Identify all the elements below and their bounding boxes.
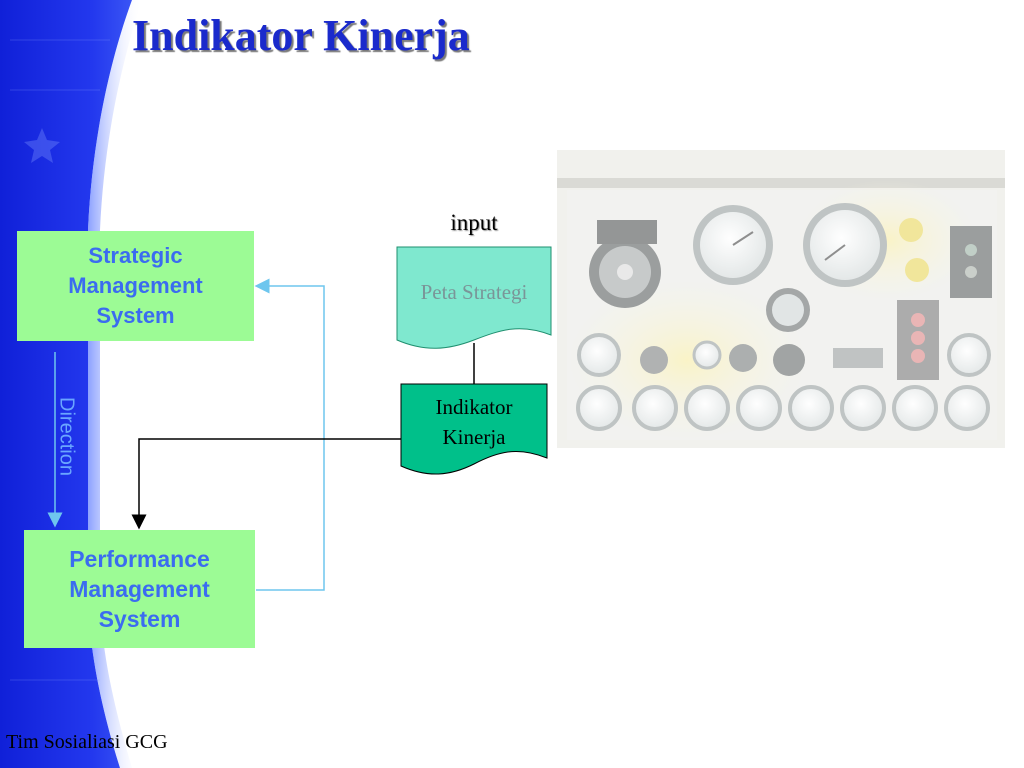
- indikator-kinerja-label: Indikator Kinerja: [401, 388, 547, 456]
- indikator-kinerja-shape: [400, 383, 548, 475]
- star-icon: [24, 128, 60, 163]
- peta-strategi-label: Peta Strategi: [397, 270, 551, 314]
- input-label: input: [450, 210, 498, 235]
- feedback-arrow: [254, 278, 325, 591]
- peta-strategi-shape: [396, 246, 552, 349]
- peta-strategi-text: Peta Strategi: [420, 279, 528, 304]
- performance-management-label: Performance Management System: [69, 546, 210, 632]
- performance-management-box: Performance Management System: [24, 530, 255, 648]
- page-title: Indikator Kinerja: [132, 11, 470, 60]
- footer-text: Tim Sosialiasi GCG: [6, 731, 168, 753]
- direction-label: Direction: [55, 397, 78, 476]
- indikator-to-pms-arrow: [131, 438, 401, 530]
- indikator-kinerja-text: Indikator Kinerja: [435, 395, 513, 449]
- strategic-management-label: Strategic Management System: [68, 243, 203, 328]
- strategic-management-box: Strategic Management System: [17, 231, 254, 341]
- gauge-control-panel-image: [557, 150, 1005, 448]
